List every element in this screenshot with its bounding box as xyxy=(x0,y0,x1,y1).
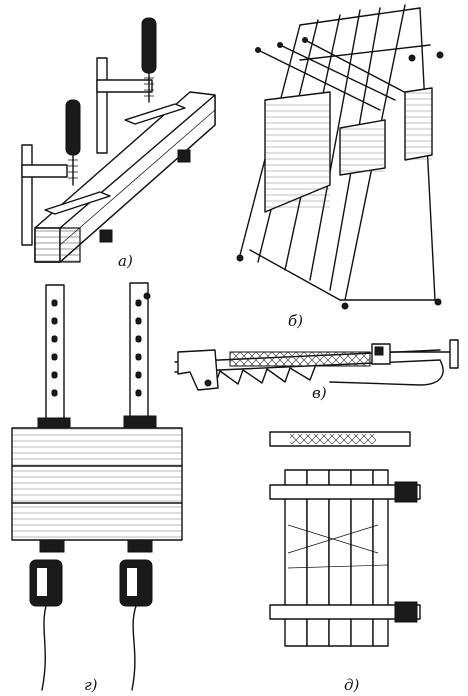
caption-b: б) xyxy=(288,312,303,330)
clamp-handle-2 xyxy=(141,17,157,74)
crossbar-top xyxy=(269,484,421,500)
crossbar-bottom xyxy=(269,604,421,620)
panel-g-pneumatic-clamp: г) xyxy=(11,282,183,694)
clamp-handle-1 xyxy=(65,99,81,156)
caption-g: г) xyxy=(84,676,98,694)
caption-a: а) xyxy=(118,252,133,270)
panel-b-clamping-rack: б) xyxy=(236,4,444,330)
panel-v-bar-clamp: в) xyxy=(174,339,459,402)
panel-d-frame-clamp: д) xyxy=(269,431,421,694)
caption-v: в) xyxy=(312,384,327,402)
panel-a-bar-clamps: а) xyxy=(21,17,216,270)
caption-d: д) xyxy=(344,676,360,694)
